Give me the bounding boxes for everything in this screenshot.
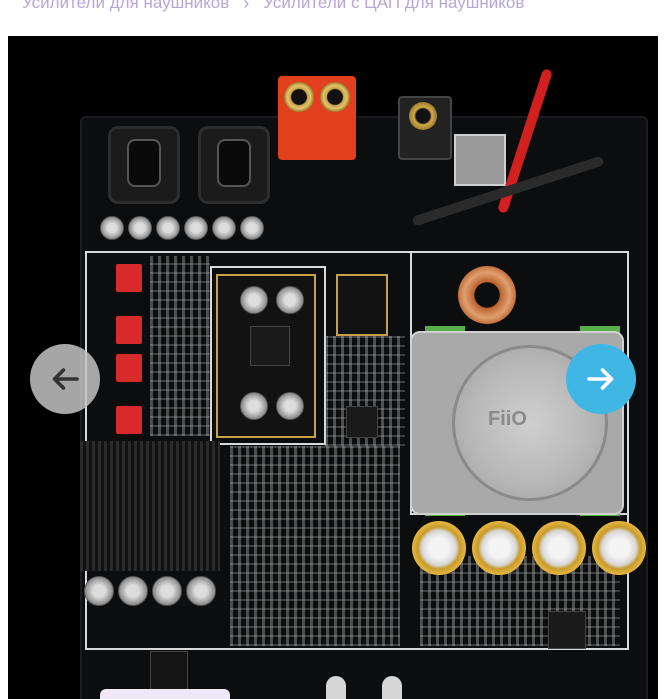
- breadcrumb-separator: ›: [243, 0, 250, 13]
- filter-capacitor: [592, 521, 646, 575]
- toroid-inductor: [458, 266, 516, 324]
- bottom-tab-indicator[interactable]: [100, 689, 230, 699]
- filter-capacitor: [472, 521, 526, 575]
- coaxial-connector: [398, 96, 452, 160]
- arrow-right-icon: [587, 368, 614, 390]
- relay: [116, 316, 142, 344]
- product-photo: FiiO: [8, 36, 658, 699]
- rca-connector: [278, 76, 356, 160]
- customized-transformer: [410, 331, 624, 515]
- usb-port: [454, 134, 506, 186]
- akm-dac-chip: [250, 326, 290, 366]
- pcb-board: FiiO: [80, 76, 648, 699]
- relay: [116, 354, 142, 382]
- amp-heatsink: [80, 441, 220, 571]
- brand-logo: FiiO: [488, 408, 527, 430]
- led-indicator: [326, 676, 346, 699]
- led-indicator: [382, 676, 402, 699]
- relay: [116, 406, 142, 434]
- filter-capacitor: [532, 521, 586, 575]
- relay: [116, 264, 142, 292]
- gallery-prev-button[interactable]: [30, 344, 100, 414]
- usb-controller-chip: [336, 274, 388, 336]
- arrow-left-icon: [52, 368, 79, 390]
- xlr-connector-left: [108, 126, 180, 204]
- xlr-connector-right: [198, 126, 270, 204]
- gallery-next-button[interactable]: [566, 344, 636, 414]
- breadcrumb: Усилители для наушников › Усилители с ЦА…: [22, 0, 524, 14]
- breadcrumb-item-dac-amps[interactable]: Усилители с ЦАП для наушников: [263, 0, 525, 12]
- silkscreen-dac-zone: [210, 266, 326, 445]
- breadcrumb-item-headphone-amps[interactable]: Усилители для наушников: [22, 0, 230, 12]
- filter-capacitor: [412, 521, 466, 575]
